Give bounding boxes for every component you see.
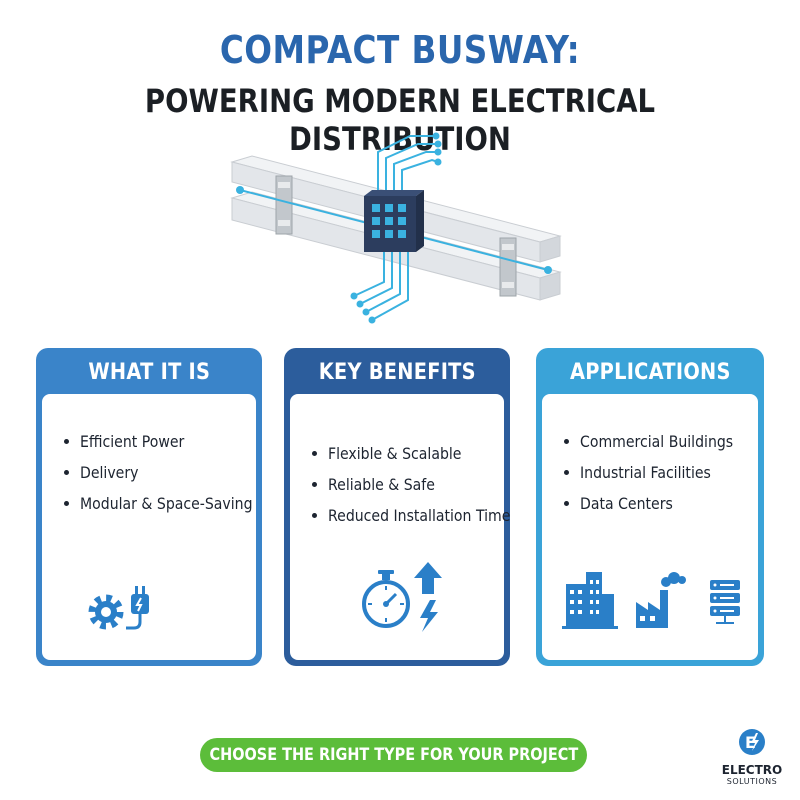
brand-logo: E ELECTRO SOLUTIONS: [716, 728, 788, 796]
card-icons: [362, 562, 442, 632]
busway-illustration: [230, 132, 562, 324]
list-item: Commercial Buildings: [564, 426, 748, 457]
gear-icon: [88, 594, 124, 630]
cta-button[interactable]: CHOOSE THE RIGHT TYPE FOR YOUR PROJECT: [200, 738, 587, 772]
logo-mark-icon: E: [739, 729, 765, 755]
list-item: Reliable & Safe: [312, 469, 494, 500]
card-body: Efficient Power Delivery Modular & Space…: [42, 394, 256, 660]
office-building-icon: [562, 572, 618, 629]
card-applications: APPLICATIONS Commercial Buildings Indust…: [536, 348, 764, 666]
page-title: COMPACT BUSWAY:: [219, 28, 581, 72]
server-rack-icon: [710, 580, 740, 624]
stopwatch-icon: [362, 570, 410, 628]
card-heading: APPLICATIONS: [569, 359, 731, 385]
list-item: Modular & Space-Saving: [64, 488, 253, 519]
card-icons: [88, 586, 149, 630]
card-heading: WHAT IT IS: [88, 359, 210, 385]
page-subtitle: POWERING MODERN ELECTRICAL DISTRIBUTION: [144, 82, 656, 158]
power-plug-icon: [126, 586, 149, 630]
lightning-icon: [420, 600, 438, 632]
list-item: Efficient Power: [64, 426, 246, 457]
card-body: Flexible & Scalable Reliable & Safe Redu…: [290, 394, 510, 660]
card-key-benefits: KEY BENEFITS Flexible & Scalable Reliabl…: [284, 348, 510, 666]
list-item: Data Centers: [564, 488, 748, 519]
list-item: Industrial Facilities: [564, 457, 748, 488]
card-what-it-is: WHAT IT IS Efficient Power Delivery Modu…: [36, 348, 262, 666]
logo-text: ELECTRO: [721, 763, 783, 777]
arrow-up-icon: [414, 562, 442, 594]
card-icons: [562, 572, 740, 629]
card-heading: KEY BENEFITS: [318, 359, 476, 385]
svg-text:E: E: [745, 733, 756, 752]
list-item: Flexible & Scalable: [312, 438, 494, 469]
card-body: Commercial Buildings Industrial Faciliti…: [542, 394, 758, 660]
list-item: Reduced Installation Time: [312, 500, 510, 531]
list-item: Delivery: [64, 457, 246, 488]
factory-icon: [636, 572, 686, 628]
logo-subtext: SOLUTIONS: [726, 777, 778, 786]
